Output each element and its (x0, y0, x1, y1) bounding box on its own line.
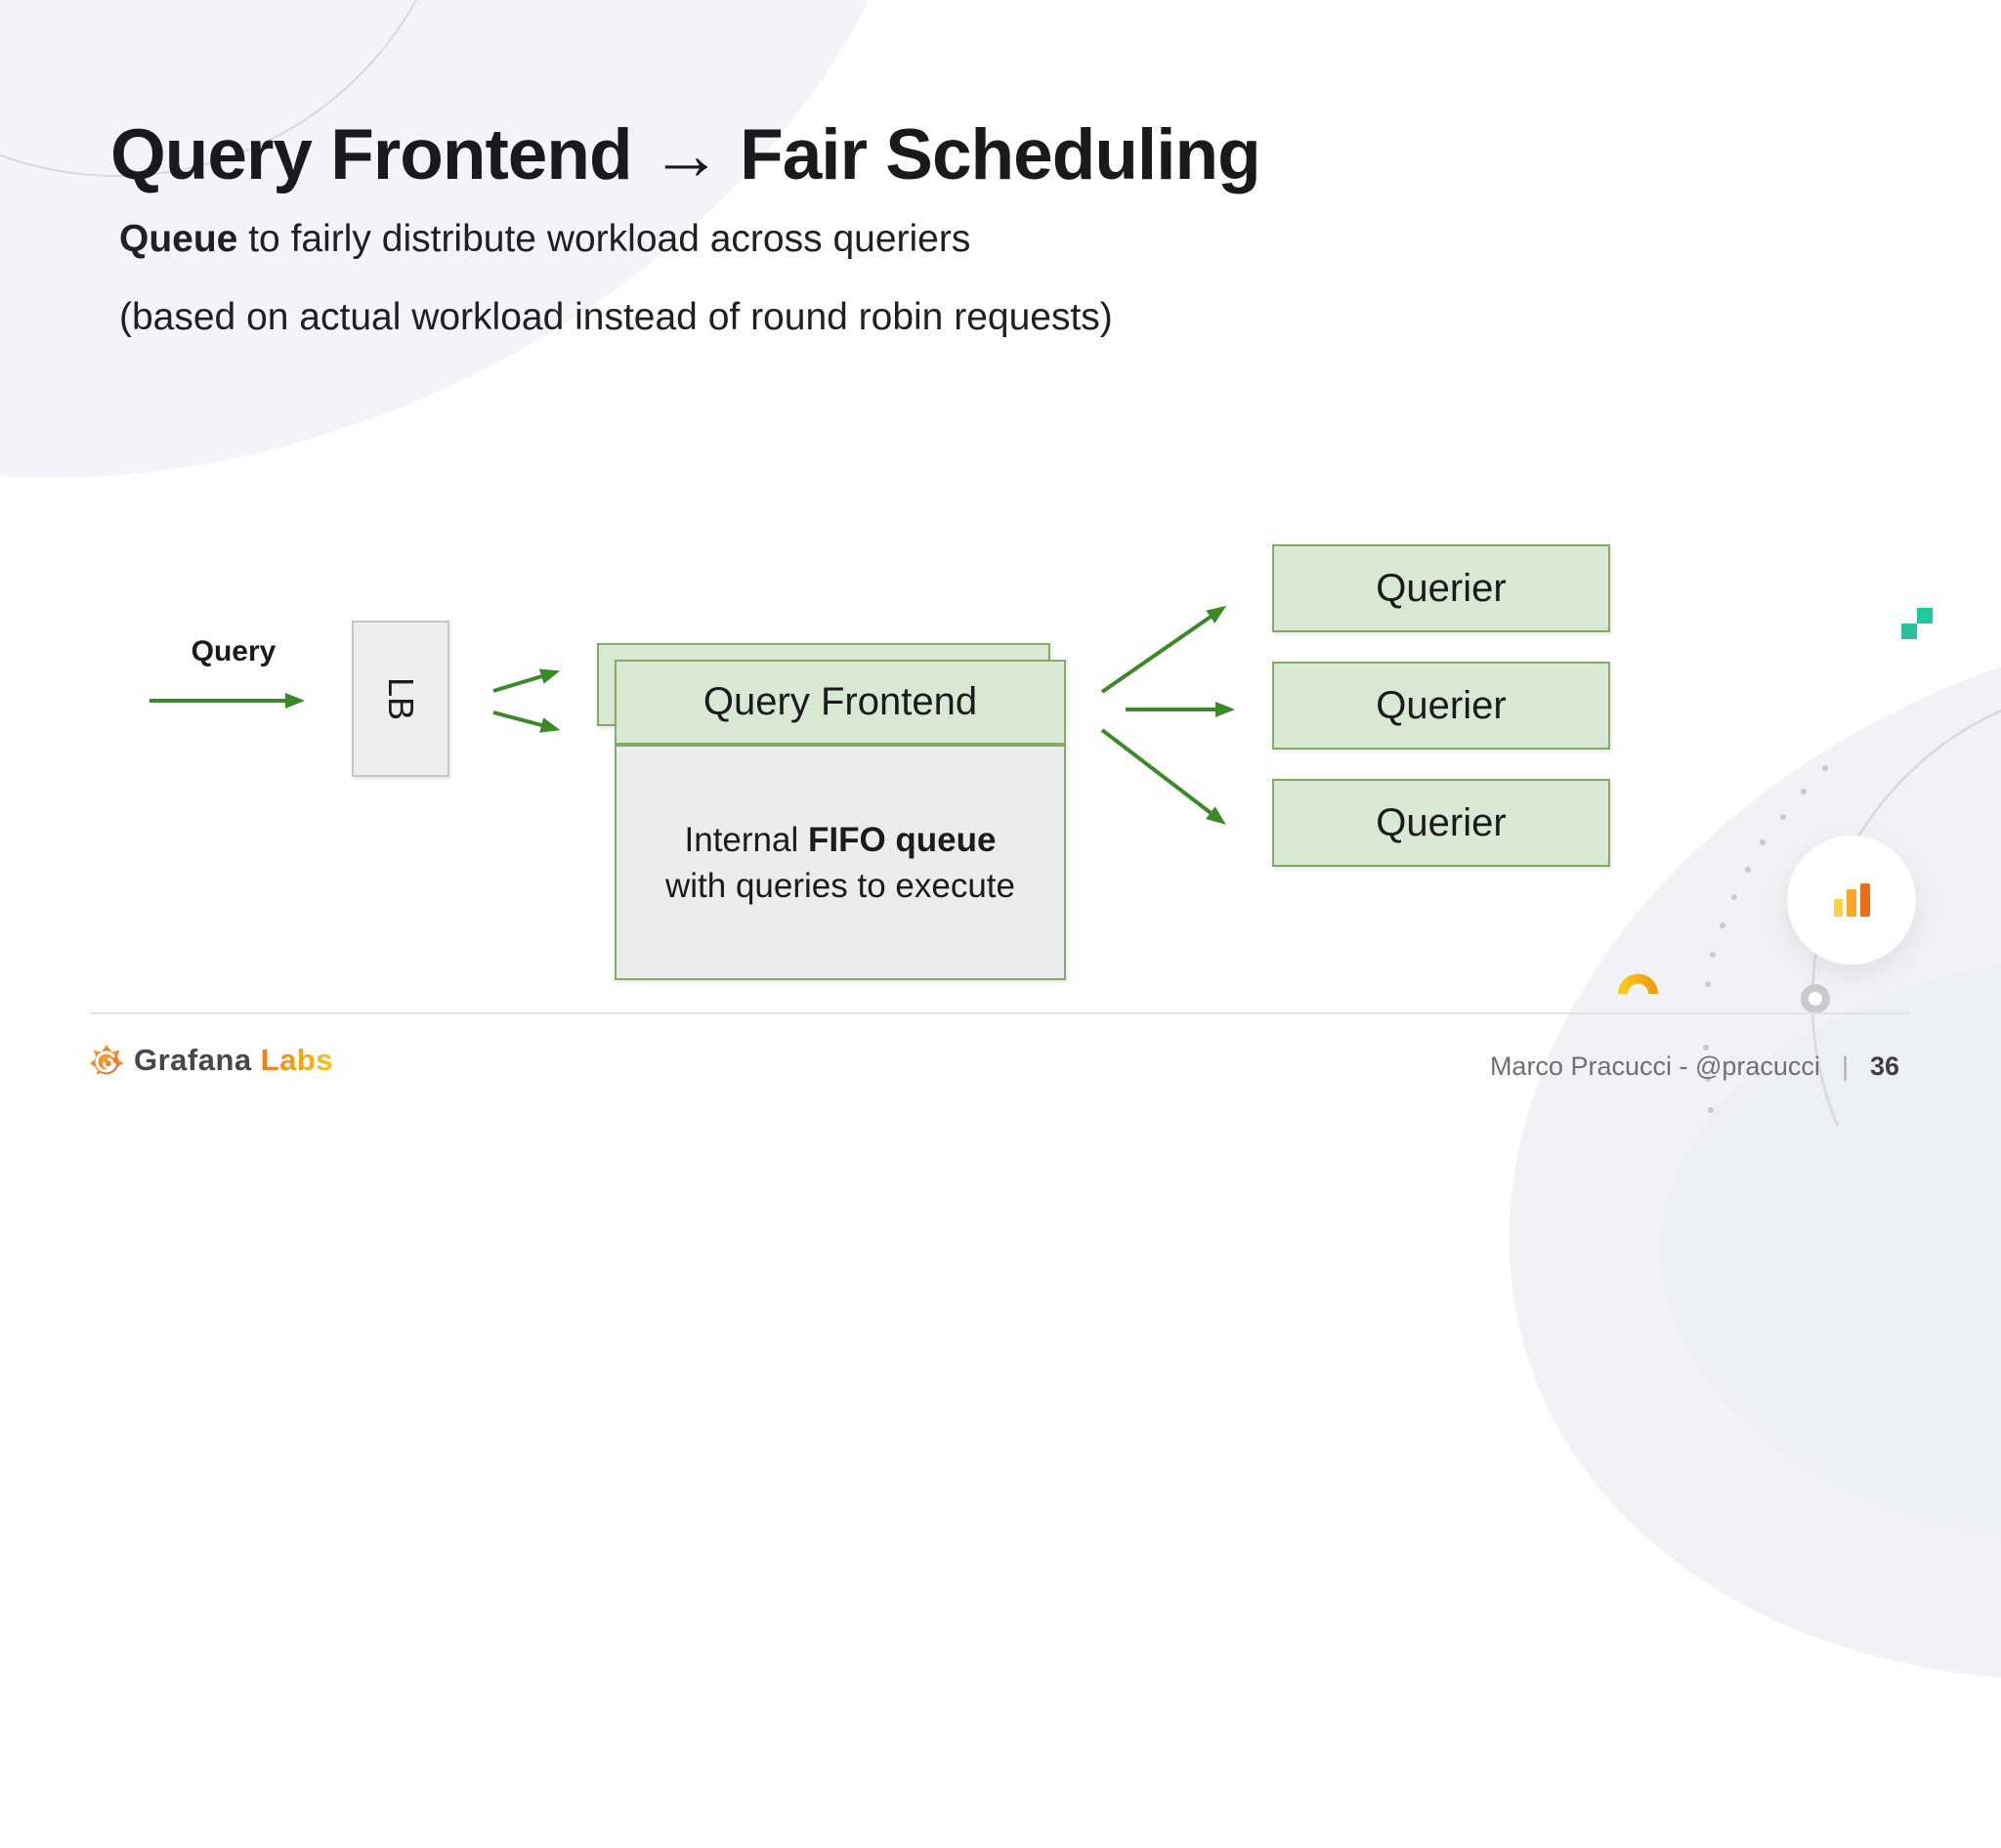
bar-chart-icon-bar-medium (1846, 889, 1856, 917)
footer-brand: Grafana Labs (88, 1042, 333, 1079)
bar-chart-icon-bar-large (1859, 883, 1870, 917)
bar-chart-icon-bar-small (1833, 899, 1843, 917)
subtitle-line-2: (based on actual workload instead of rou… (119, 296, 1113, 338)
querier-box-1: Querier (1272, 544, 1610, 632)
querier-box-3: Querier (1272, 779, 1610, 867)
footer-separator: | (1841, 1052, 1849, 1081)
ring-decoration-hole (1809, 992, 1822, 1006)
teal-square-decoration (1917, 608, 1933, 623)
background-blob-bottom-right (1370, 449, 2001, 1848)
brand-name-accent: Labs (260, 1043, 334, 1077)
querier-box-2: Querier (1272, 662, 1610, 750)
bar-chart-icon (1833, 883, 1870, 917)
author-handle: Marco Pracucci - @pracucci (1489, 1052, 1820, 1081)
fifo-queue-keyword: FIFO queue (807, 820, 997, 859)
page-number: 36 (1869, 1052, 1899, 1081)
subtitle-line-1: Queue to fairly distribute workload acro… (119, 200, 1113, 279)
ring-decoration (1801, 984, 1830, 1013)
fifo-queue-line-2: with queries to execute (665, 866, 1015, 905)
brand-name: Grafana (134, 1043, 252, 1077)
subtitle-keyword: Queue (119, 218, 238, 260)
slide-title: Query Frontend → Fair Scheduling (110, 114, 1261, 194)
load-balancer-label: LB (381, 676, 421, 721)
footer-meta: Marco Pracucci - @pracucci | 36 (1490, 1052, 1899, 1082)
query-frontend-box: Query Frontend (615, 660, 1066, 745)
internal-fifo-queue-box: Internal FIFO queue with queries to exec… (615, 745, 1066, 980)
arrow-lb-to-frontend-top (492, 668, 561, 693)
query-label: Query (191, 635, 277, 667)
arrow-lb-to-frontend-bottom (492, 710, 561, 733)
fifo-queue-line-1: Internal FIFO queue (685, 817, 997, 863)
arrow-frontend-to-querier-3 (1100, 728, 1226, 825)
background-blob-bottom-right-2 (1661, 958, 2001, 1544)
subtitle-line-1-rest: to fairly distribute workload across que… (237, 218, 971, 260)
half-donut-decoration (1618, 973, 1658, 995)
grafana-flame-icon (89, 1044, 124, 1075)
fifo-queue-prefix: Internal (684, 820, 808, 859)
load-balancer-box: LB (352, 621, 449, 777)
teal-square-decoration (1901, 623, 1917, 639)
footer-divider (90, 1012, 1909, 1014)
slide-subtitle: Queue to fairly distribute workload acro… (119, 200, 1113, 357)
stats-circle-decoration (1787, 836, 1916, 965)
arrow-frontend-to-querier-1 (1100, 605, 1227, 694)
